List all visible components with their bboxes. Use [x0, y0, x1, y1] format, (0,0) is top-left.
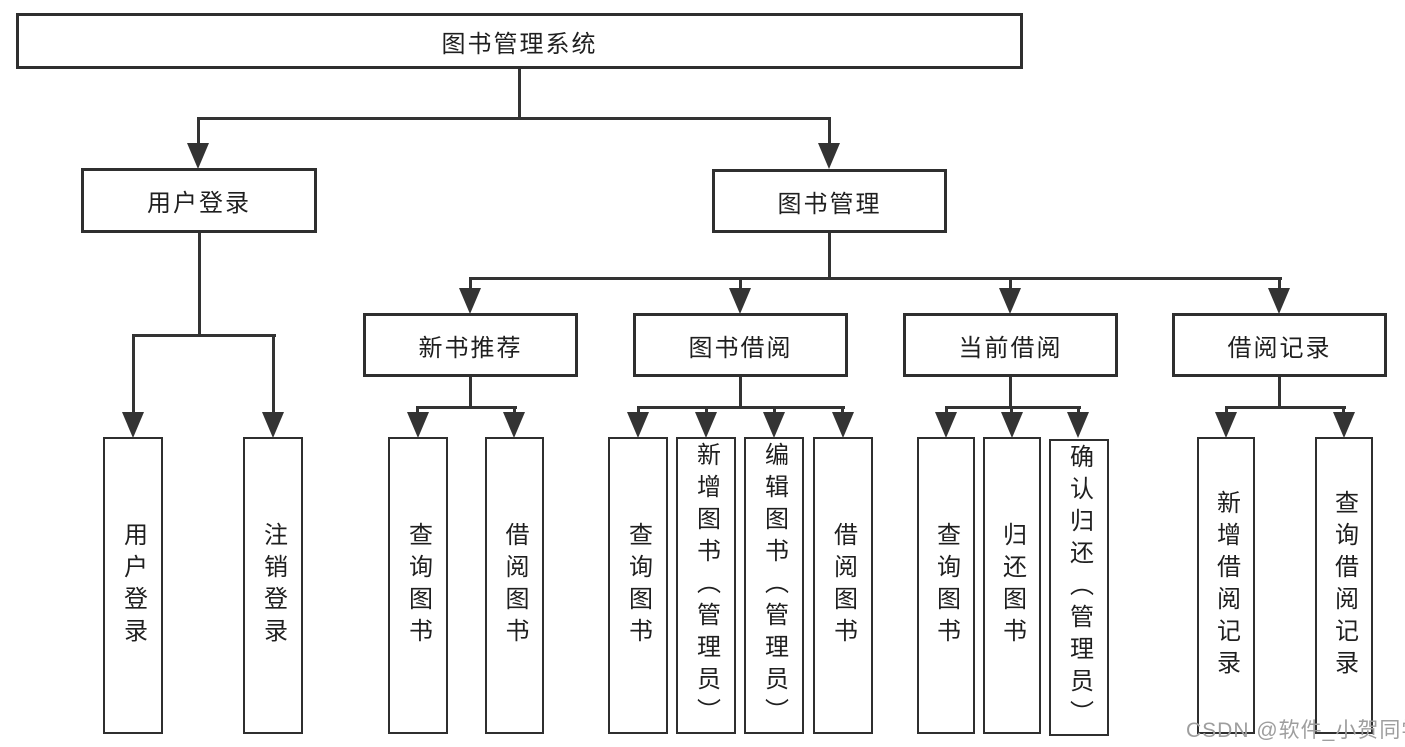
connector-line — [637, 406, 845, 409]
arrow-down-icon — [729, 288, 751, 314]
arrow-down-icon — [407, 412, 429, 438]
node-query-books-recommend: 查询图书 — [388, 437, 448, 734]
connector-line — [1009, 377, 1012, 408]
arrow-down-icon — [1001, 412, 1023, 438]
watermark: CSDN @软件_小贺同学 — [1186, 719, 1405, 742]
connector-line — [1225, 406, 1346, 409]
arrow-down-icon — [1215, 412, 1237, 438]
connector-line — [1225, 406, 1228, 414]
arrow-down-icon — [1268, 288, 1290, 314]
connector-line — [197, 117, 831, 120]
connector-line — [469, 377, 472, 408]
node-add-borrow-record: 新增借阅记录 — [1197, 437, 1255, 734]
node-add-book-admin: 新增图书（管理员） — [676, 437, 736, 734]
connector-line — [1342, 406, 1345, 414]
node-book-borrowing: 图书借阅 — [633, 313, 848, 377]
node-new-book-recommendation: 新书推荐 — [363, 313, 578, 377]
connector-line — [739, 277, 742, 291]
node-user-login: 用户登录 — [103, 437, 163, 734]
connector-line — [1278, 377, 1281, 408]
connector-line — [198, 233, 201, 336]
node-edit-book-admin: 编辑图书（管理员） — [744, 437, 804, 734]
connector-line — [1009, 277, 1012, 291]
arrow-down-icon — [695, 412, 717, 438]
connector-line — [513, 406, 516, 414]
connector-line — [132, 334, 276, 337]
connector-line — [1278, 277, 1281, 291]
node-book-management-branch: 图书管理 — [712, 169, 947, 233]
connector-line — [1010, 406, 1013, 414]
node-return-book: 归还图书 — [983, 437, 1041, 734]
arrow-down-icon — [187, 143, 209, 169]
connector-line — [705, 406, 708, 414]
node-query-borrow-record: 查询借阅记录 — [1315, 437, 1373, 734]
arrow-down-icon — [1333, 412, 1355, 438]
node-user-login-branch: 用户登录 — [81, 168, 317, 233]
connector-line — [1077, 406, 1080, 414]
connector-line — [739, 377, 742, 408]
node-borrow-books-borrowing: 借阅图书 — [813, 437, 873, 734]
connector-line — [518, 69, 521, 120]
node-borrow-books-recommend: 借阅图书 — [485, 437, 544, 734]
connector-line — [773, 406, 776, 414]
arrow-down-icon — [763, 412, 785, 438]
connector-line — [272, 334, 275, 414]
arrow-down-icon — [459, 288, 481, 314]
node-borrowing-records: 借阅记录 — [1172, 313, 1387, 377]
connector-line — [828, 233, 831, 279]
node-query-books-current: 查询图书 — [917, 437, 975, 734]
connector-line — [945, 406, 948, 414]
arrow-down-icon — [999, 288, 1021, 314]
connector-line — [841, 406, 844, 414]
arrow-down-icon — [262, 412, 284, 438]
connector-line — [132, 334, 135, 414]
connector-line — [416, 406, 517, 409]
connector-line — [416, 406, 419, 414]
connector-line — [197, 117, 200, 146]
connector-line — [469, 277, 472, 291]
connector-line — [945, 406, 1081, 409]
connector-line — [469, 277, 1282, 280]
arrow-down-icon — [832, 412, 854, 438]
node-query-books-borrowing: 查询图书 — [608, 437, 668, 734]
arrow-down-icon — [503, 412, 525, 438]
connector-line — [828, 117, 831, 146]
arrow-down-icon — [1067, 412, 1089, 438]
arrow-down-icon — [935, 412, 957, 438]
arrow-down-icon — [818, 143, 840, 169]
connector-line — [637, 406, 640, 414]
node-logout: 注销登录 — [243, 437, 303, 734]
node-library-management-system: 图书管理系统 — [16, 13, 1023, 69]
arrow-down-icon — [627, 412, 649, 438]
node-confirm-return-admin: 确认归还（管理员） — [1049, 439, 1109, 736]
arrow-down-icon — [122, 412, 144, 438]
node-current-borrowing: 当前借阅 — [903, 313, 1118, 377]
